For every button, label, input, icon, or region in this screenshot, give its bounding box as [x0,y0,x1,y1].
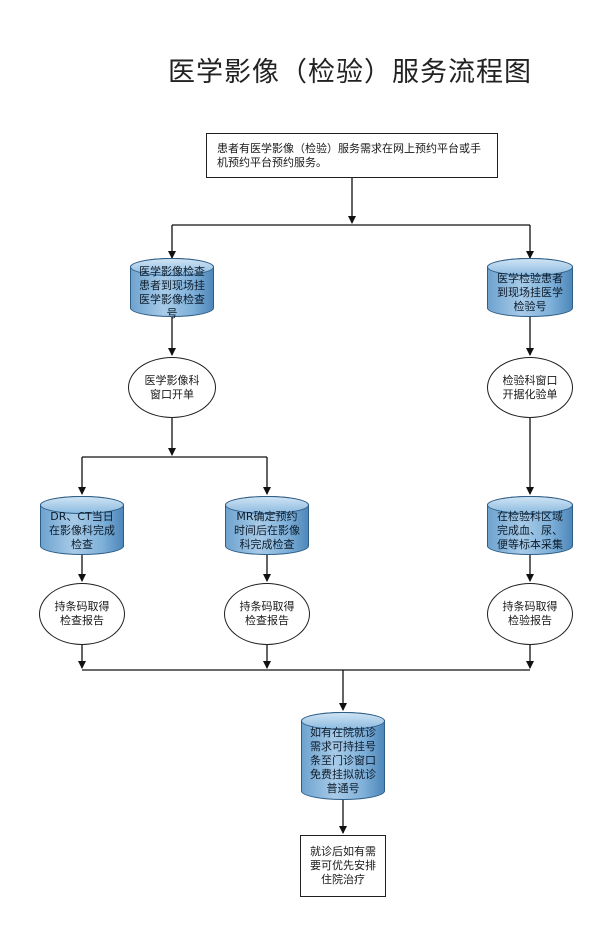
imaging-register-label: 医学影像检查患者到现场挂医学影像检查号 [139,264,205,320]
dr-ct-label: DR、CT当日在影像科完成检查 [49,509,115,551]
lab-window-node: 检验科窗口开据化验单 [487,357,573,418]
page-title: 医学影像（检验）服务流程图 [168,57,532,88]
free-register-node: 如有在院就诊需求可持挂号条至门诊窗口免费挂拟就诊普通号 [301,712,385,800]
start-box: 患者有医学影像（检验）服务需求在网上预约平台或手机预约平台预约服务。 [206,133,498,178]
report-lab-node: 持条码取得检验报告 [487,583,573,645]
lab-register-node: 医学检验患者到现场挂医学检验号 [487,258,573,317]
lab-register-label: 医学检验患者到现场挂医学检验号 [497,271,563,313]
imaging-window-node: 医学影像科窗口开单 [128,357,216,418]
lab-collect-node: 在检验科区域完成血、尿、便等标本采集 [487,496,573,555]
free-register-label: 如有在院就诊需求可持挂号条至门诊窗口免费挂拟就诊普通号 [310,726,376,795]
mr-label: MR确定预约时间后在影像科完成检查 [234,509,300,551]
dr-ct-node: DR、CT当日在影像科完成检查 [40,496,124,555]
mr-node: MR确定预约时间后在影像科完成检查 [225,496,309,555]
inpatient-box: 就诊后如有需要可优先安排住院治疗 [300,835,386,897]
lab-collect-label: 在检验科区域完成血、尿、便等标本采集 [497,509,563,551]
report-dr-ct-node: 持条码取得检查报告 [39,583,125,645]
imaging-register-node: 医学影像检查患者到现场挂医学影像检查号 [130,258,214,320]
report-mr-node: 持条码取得检查报告 [224,583,310,645]
